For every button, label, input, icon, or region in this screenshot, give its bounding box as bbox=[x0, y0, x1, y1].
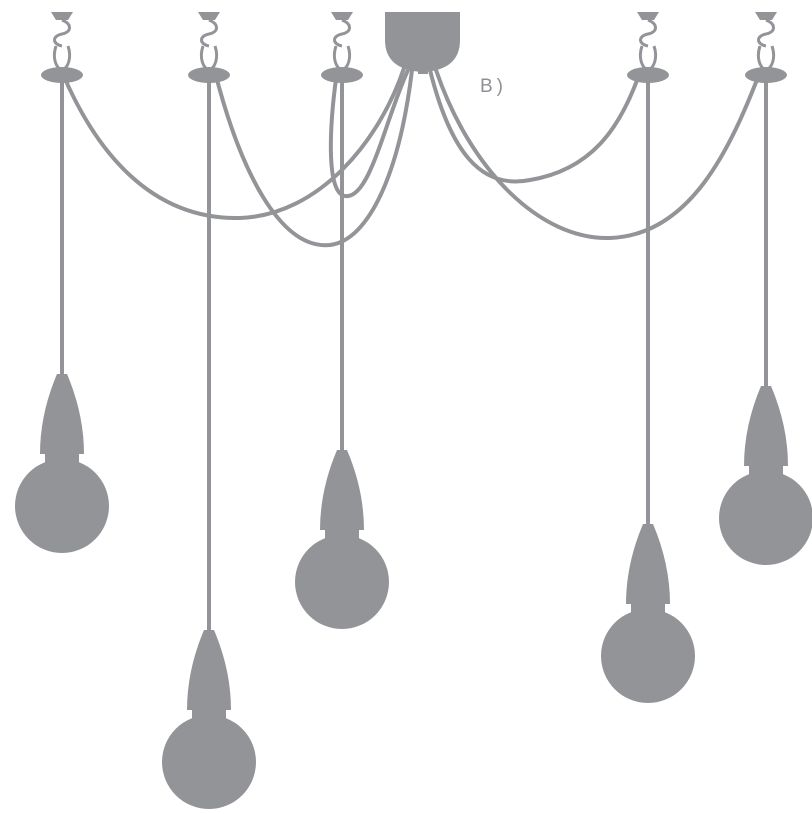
pendant-5 bbox=[719, 12, 812, 565]
pendant-3 bbox=[295, 12, 389, 629]
hook-mount-icon bbox=[51, 12, 73, 20]
pendants-group bbox=[15, 12, 812, 809]
hook-mount-icon bbox=[331, 12, 353, 20]
hook-loop-icon bbox=[638, 45, 658, 72]
hook-loop-icon bbox=[756, 45, 776, 72]
cord-grip bbox=[41, 67, 83, 83]
wire-1 bbox=[60, 66, 406, 221]
hook-mount-icon bbox=[755, 12, 777, 20]
cord-grip bbox=[627, 67, 669, 83]
diagram-label: B) bbox=[480, 76, 507, 97]
pendant-4 bbox=[601, 12, 695, 703]
hook-icon bbox=[757, 18, 775, 48]
bulb bbox=[15, 459, 109, 553]
wire-4 bbox=[428, 68, 642, 184]
hook-loop-icon bbox=[52, 45, 72, 72]
canopy-dome bbox=[385, 12, 460, 72]
bulb bbox=[719, 471, 812, 565]
pendant-2 bbox=[162, 12, 256, 809]
wire-2 bbox=[213, 68, 414, 248]
connecting-wires bbox=[60, 66, 762, 248]
cord-grip bbox=[745, 67, 787, 83]
hook-mount-icon bbox=[198, 12, 220, 20]
socket bbox=[187, 630, 231, 710]
pendant-1 bbox=[15, 12, 109, 553]
ceiling-canopy bbox=[385, 12, 460, 74]
bulb bbox=[295, 535, 389, 629]
socket bbox=[626, 524, 670, 604]
hook-icon bbox=[639, 18, 657, 48]
hook-icon bbox=[53, 18, 71, 48]
hook-mount-icon bbox=[637, 12, 659, 20]
socket bbox=[320, 450, 364, 530]
cord-grip bbox=[321, 67, 363, 83]
wire-5 bbox=[434, 68, 762, 241]
socket bbox=[40, 374, 84, 454]
hook-icon bbox=[333, 18, 351, 48]
canopy-neck bbox=[418, 68, 428, 74]
bulb bbox=[162, 715, 256, 809]
hook-loop-icon bbox=[332, 45, 352, 72]
hook-loop-icon bbox=[199, 45, 219, 72]
wire-3 bbox=[328, 68, 410, 199]
bulb bbox=[601, 609, 695, 703]
cord-grip bbox=[188, 67, 230, 83]
hook-icon bbox=[200, 18, 218, 48]
socket bbox=[744, 386, 788, 466]
